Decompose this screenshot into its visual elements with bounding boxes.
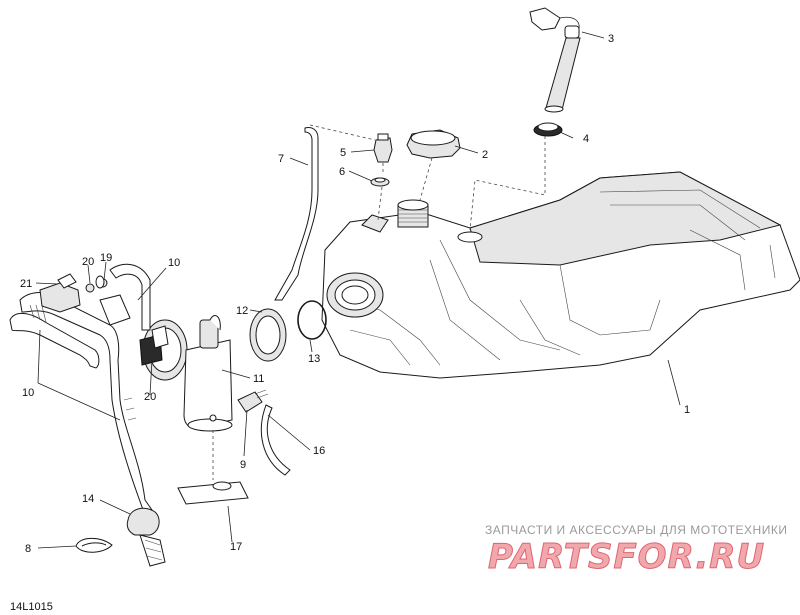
sender-grommet xyxy=(533,122,563,137)
watermark-tagline: ЗАПЧАСТИ И АКСЕССУАРЫ ДЛЯ МОТОТЕХНИКИ xyxy=(485,523,787,537)
assembly-lines xyxy=(212,124,546,480)
fuel-hose-assembly xyxy=(9,263,153,516)
callout-2: 2 xyxy=(482,149,488,161)
hose-clamps xyxy=(85,275,108,293)
callout-1: 1 xyxy=(684,404,690,416)
callout-19: 19 xyxy=(100,252,112,264)
callout-14: 14 xyxy=(82,493,94,505)
callout-4: 4 xyxy=(583,133,589,145)
hose-clamp-8 xyxy=(75,537,113,553)
vent-hose xyxy=(260,127,319,476)
callout-numbers: 1 2 3 4 5 6 7 8 9 10 10 10 11 12 13 14 1… xyxy=(20,33,690,555)
fuel-cap xyxy=(406,129,461,159)
watermark: ЗАПЧАСТИ И АКСЕССУАРЫ ДЛЯ МОТОТЕХНИКИ PA… xyxy=(485,523,787,578)
fuel-level-sender xyxy=(529,7,581,113)
callout-9: 9 xyxy=(240,459,246,471)
pump-fitting xyxy=(237,389,269,413)
callout-10-left: 10 xyxy=(22,387,34,399)
o-ring xyxy=(297,300,327,340)
callout-21: 21 xyxy=(20,278,32,290)
drawing-code: 14L1015 xyxy=(10,601,53,613)
callout-16: 16 xyxy=(313,445,325,457)
fuel-tank xyxy=(321,171,800,379)
fuel-filter xyxy=(177,481,249,505)
callout-7: 7 xyxy=(278,153,284,165)
callout-20-right: 20 xyxy=(144,391,156,403)
check-valve xyxy=(126,507,166,567)
callout-20-left: 20 xyxy=(82,256,94,268)
callout-11: 11 xyxy=(253,373,264,385)
pressure-regulator xyxy=(139,325,169,366)
callout-12: 12 xyxy=(236,305,248,317)
callout-17: 17 xyxy=(230,541,242,553)
callout-5: 5 xyxy=(340,147,346,159)
callout-10-top: 10 xyxy=(168,257,180,269)
callout-8: 8 xyxy=(25,543,31,555)
valve-seal xyxy=(370,177,390,187)
retainer-ring xyxy=(249,308,287,362)
leader-lines xyxy=(35,31,681,549)
vent-valve xyxy=(373,133,393,163)
callout-6: 6 xyxy=(339,166,345,178)
watermark-brand: PARTSFOR.RU xyxy=(488,537,765,577)
callout-13: 13 xyxy=(308,353,320,365)
callout-3: 3 xyxy=(608,33,614,45)
